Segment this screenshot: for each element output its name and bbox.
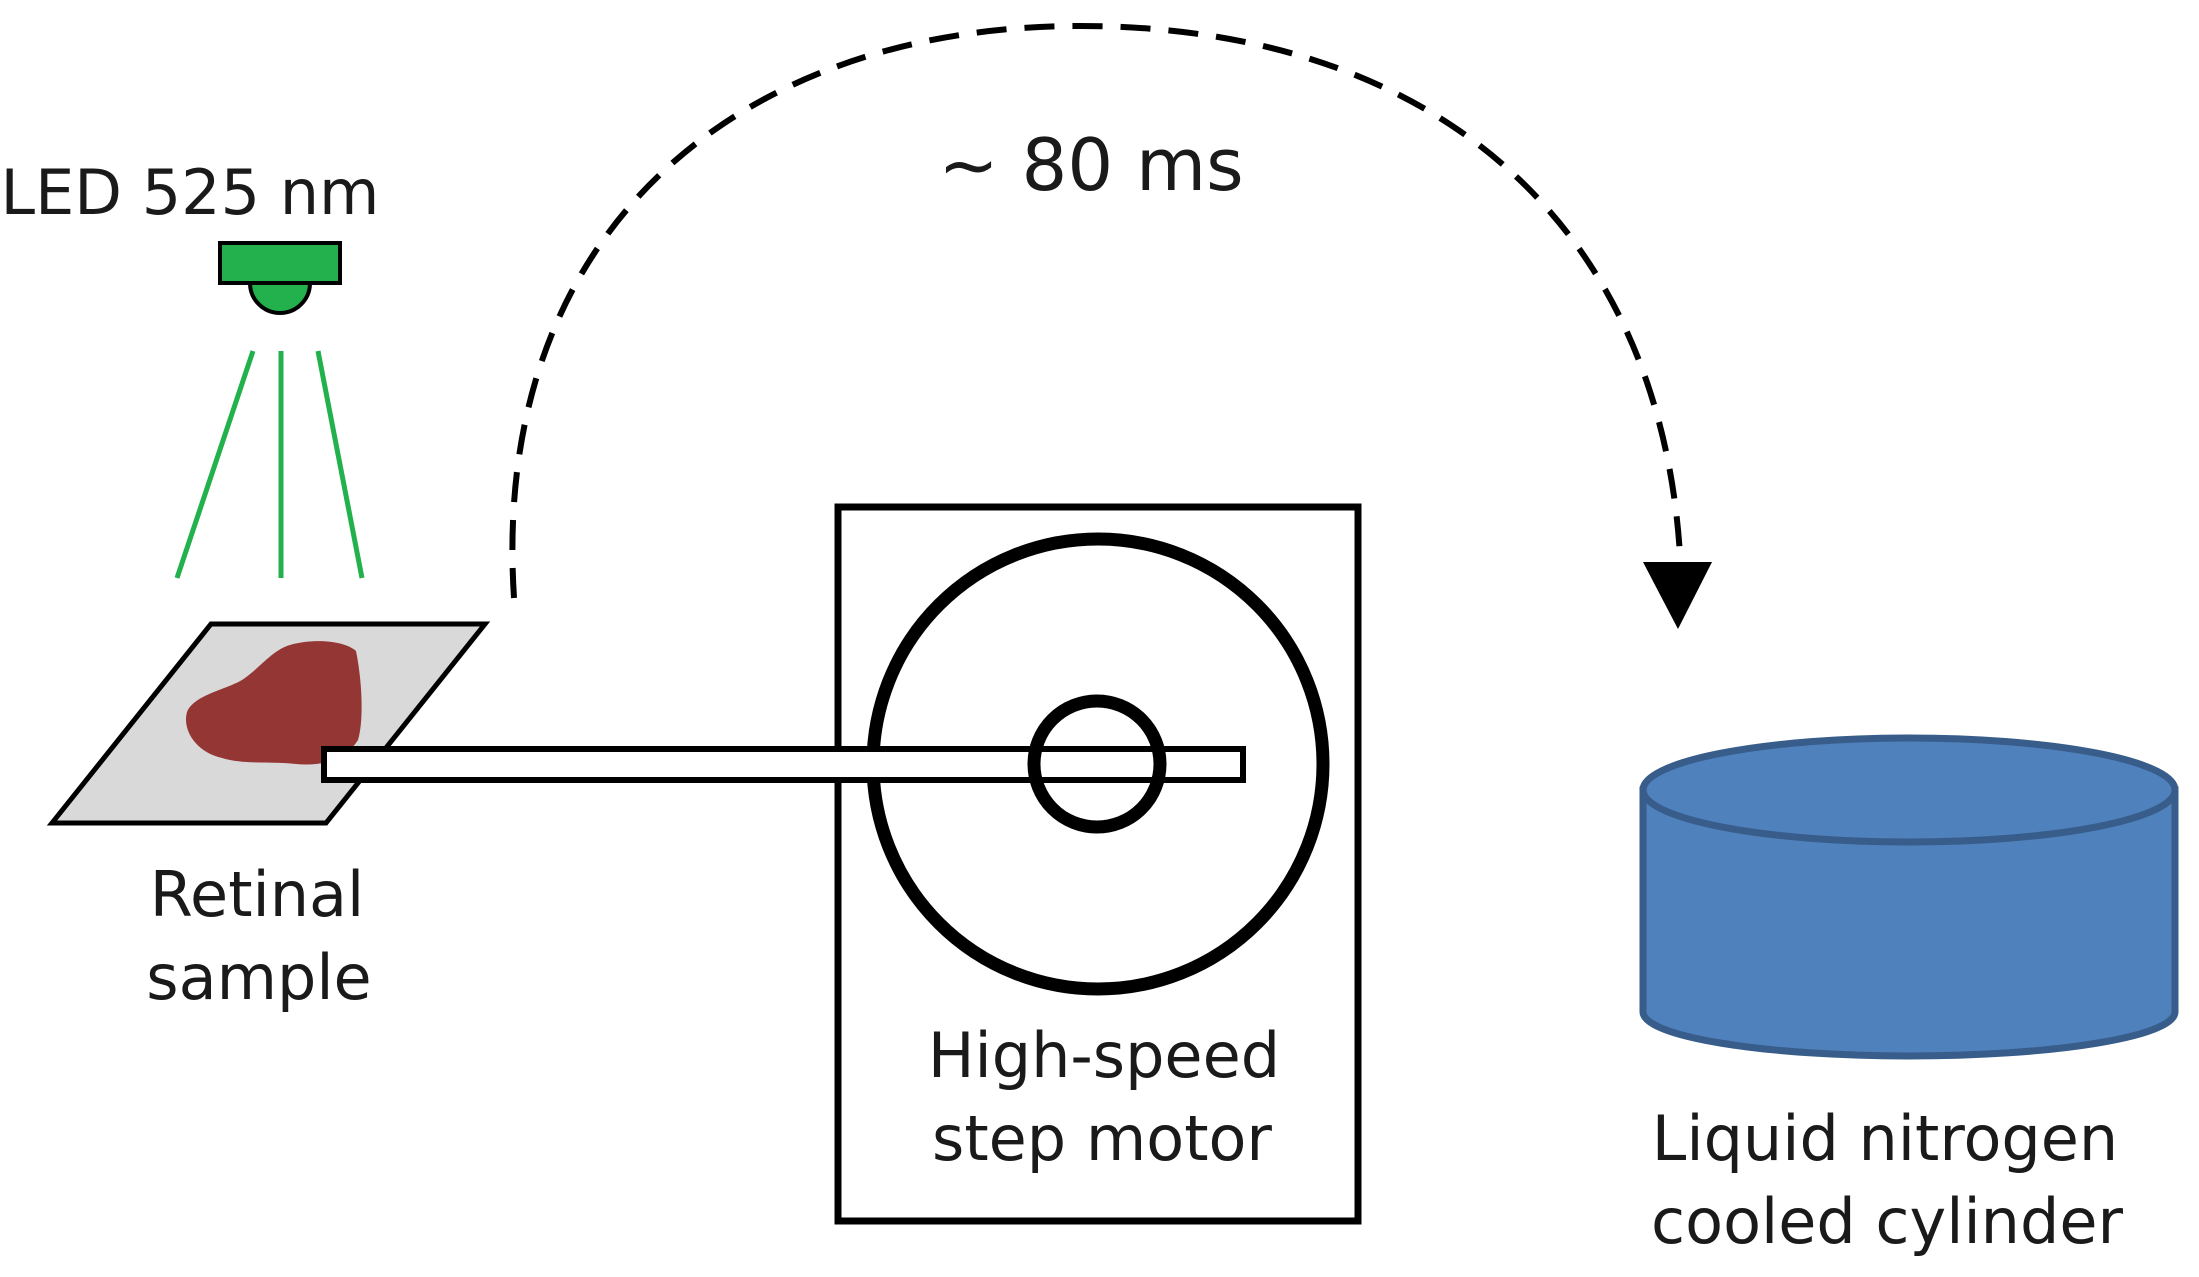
cylinder-label-line1: Liquid nitrogen (1652, 1102, 2118, 1175)
cylinder-top (1639, 734, 2179, 846)
sample-label-line1: Retinal (150, 858, 365, 931)
transfer-time-label: ~ 80 ms (938, 123, 1243, 207)
transfer-arrowhead (1643, 562, 1712, 629)
transfer-arm (321, 746, 1246, 783)
liquid-nitrogen-cylinder (1639, 734, 2179, 1060)
sample-label-line2: sample (146, 941, 371, 1014)
led-icon (218, 241, 342, 315)
motor-label-line2: step motor (932, 1102, 1272, 1175)
step-motor-housing (834, 503, 1362, 1225)
retinal-sample-slide (46, 621, 491, 826)
light-ray-left (174, 350, 256, 579)
cylinder-label-line2: cooled cylinder (1651, 1185, 2123, 1258)
retinal-tissue (185, 641, 362, 765)
motor-label-line1: High-speed (928, 1019, 1280, 1092)
motor-hub (1027, 694, 1167, 834)
light-ray-right (315, 350, 365, 579)
led-label: LED 525 nm (1, 156, 380, 229)
transfer-path-arc (509, 22, 1683, 599)
light-rays (174, 350, 365, 579)
